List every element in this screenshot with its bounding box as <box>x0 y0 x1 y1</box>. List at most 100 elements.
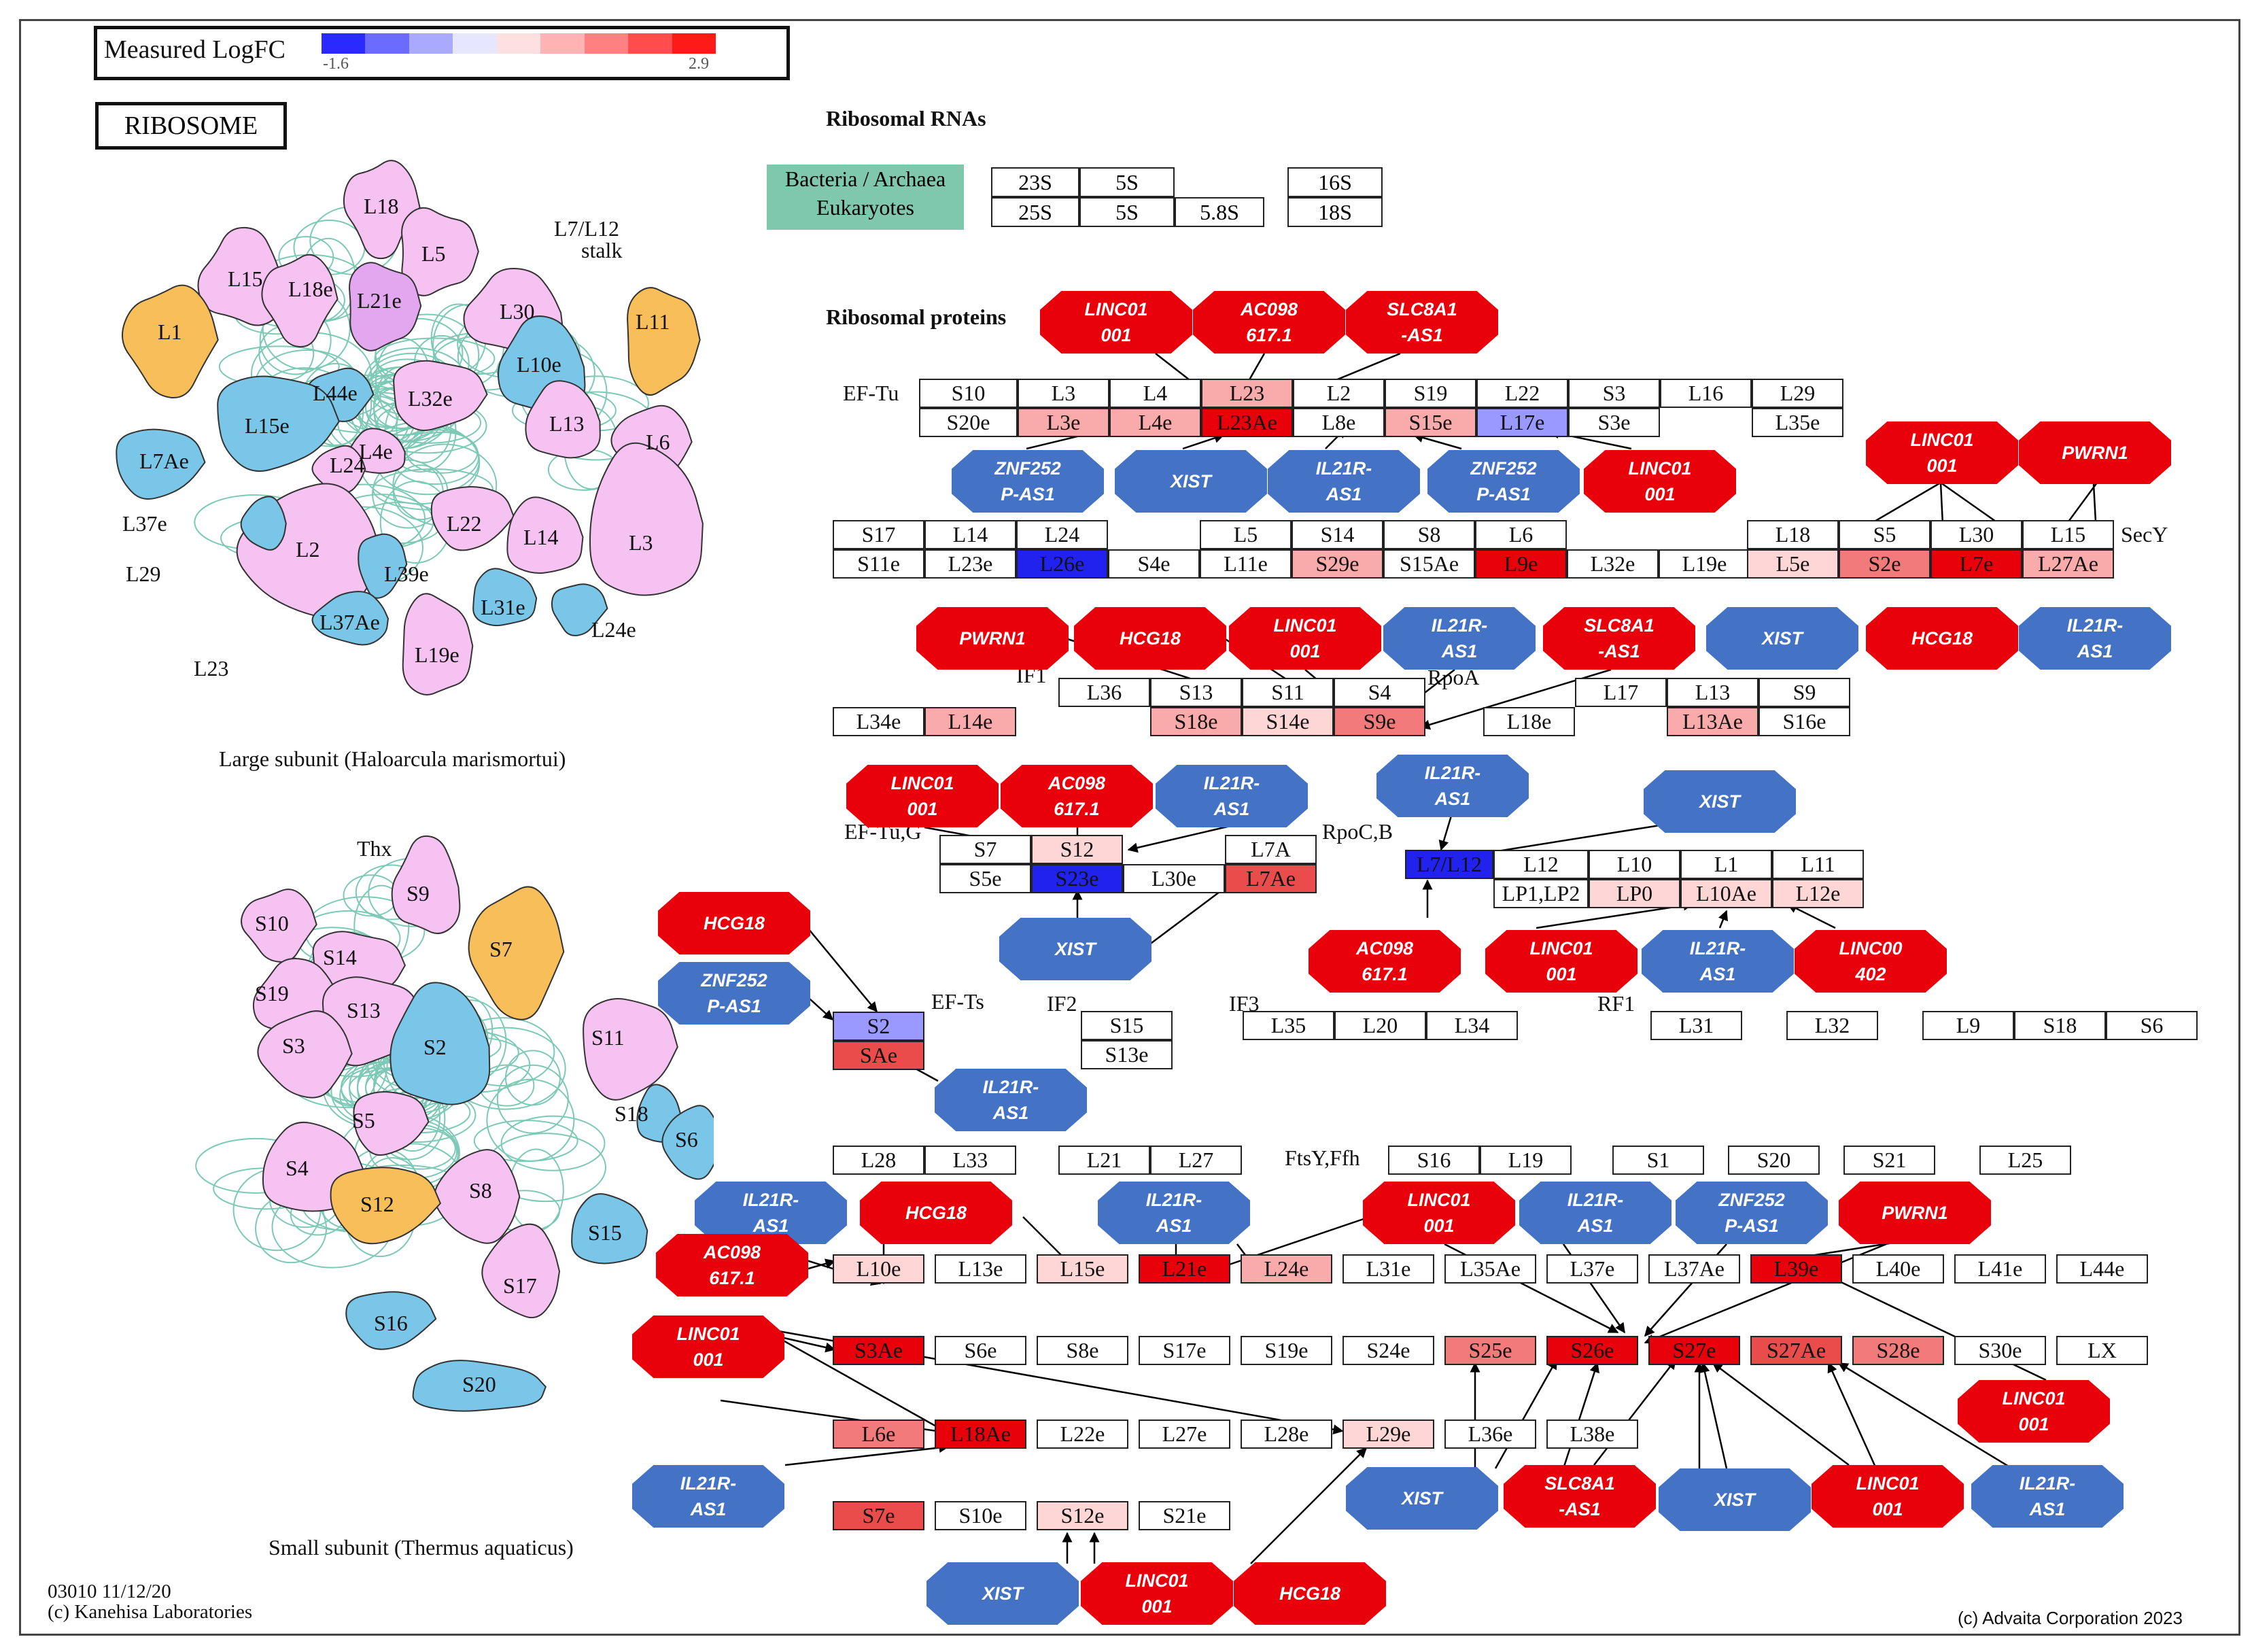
regulator-xist[interactable]: XIST <box>926 1562 1079 1625</box>
gene-l1[interactable]: L1 <box>1680 850 1772 879</box>
gene-s13[interactable]: S13 <box>1150 678 1242 707</box>
gene-s16[interactable]: S16 <box>1388 1146 1480 1175</box>
regulator-linc00-402[interactable]: LINC00 402 <box>1795 930 1947 993</box>
gene-s24e[interactable]: S24e <box>1342 1336 1434 1365</box>
regulator-pwrn1[interactable]: PWRN1 <box>916 607 1069 670</box>
regulator-linc01-001[interactable]: LINC01 001 <box>1363 1182 1515 1244</box>
regulator-il21r-as1[interactable]: IL21R- AS1 <box>695 1182 847 1244</box>
gene-l4e[interactable]: L4e <box>1109 408 1201 437</box>
gene-l44e[interactable]: L44e <box>2056 1254 2148 1284</box>
gene-s11e[interactable]: S11e <box>833 549 924 579</box>
gene-l33[interactable]: L33 <box>924 1146 1016 1175</box>
gene-l34[interactable]: L34 <box>1426 1011 1518 1040</box>
gene-lp1-lp2[interactable]: LP1,LP2 <box>1493 879 1589 908</box>
regulator-ac098-617-1[interactable]: AC098 617.1 <box>1001 765 1153 827</box>
gene-l28e[interactable]: L28e <box>1241 1419 1332 1449</box>
gene-l35e[interactable]: L35e <box>1752 408 1843 437</box>
regulator-ac098-617-1[interactable]: AC098 617.1 <box>1193 291 1345 354</box>
gene-s5[interactable]: S5 <box>1839 520 1930 549</box>
gene-s8[interactable]: S8 <box>1383 520 1475 549</box>
regulator-il21r-as1[interactable]: IL21R- AS1 <box>1519 1182 1671 1244</box>
gene-l32e[interactable]: L32e <box>1567 549 1659 579</box>
regulator-xist[interactable]: XIST <box>1659 1468 1811 1531</box>
gene-s1[interactable]: S1 <box>1612 1146 1704 1175</box>
regulator-pwrn1[interactable]: PWRN1 <box>2019 421 2171 484</box>
gene-l31e[interactable]: L31e <box>1342 1254 1434 1284</box>
gene-l13ae[interactable]: L13Ae <box>1667 707 1759 736</box>
gene-l3[interactable]: L3 <box>1018 379 1109 408</box>
regulator-hcg18[interactable]: HCG18 <box>1074 607 1226 670</box>
gene-l13e[interactable]: L13e <box>935 1254 1026 1284</box>
regulator-hcg18[interactable]: HCG18 <box>658 892 810 954</box>
gene-s3[interactable]: S3 <box>1568 379 1660 408</box>
gene-s9e[interactable]: S9e <box>1334 707 1425 736</box>
gene-l38e[interactable]: L38e <box>1546 1419 1638 1449</box>
gene-s20[interactable]: S20 <box>1728 1146 1820 1175</box>
gene-s17e[interactable]: S17e <box>1139 1336 1230 1365</box>
gene-l20[interactable]: L20 <box>1334 1011 1426 1040</box>
gene-s9[interactable]: S9 <box>1759 678 1850 707</box>
regulator-xist[interactable]: XIST <box>1644 770 1796 833</box>
regulator-znf252-p-as1[interactable]: ZNF252 P-AS1 <box>952 450 1104 513</box>
rrna-5s[interactable]: 5S <box>1079 167 1175 197</box>
gene-s27e[interactable]: S27e <box>1648 1336 1740 1365</box>
gene-l10ae[interactable]: L10Ae <box>1680 879 1772 908</box>
gene-l34e[interactable]: L34e <box>833 707 924 736</box>
gene-l27ae[interactable]: L27Ae <box>2022 549 2114 579</box>
gene-l14e[interactable]: L14e <box>924 707 1016 736</box>
gene-l23[interactable]: L23 <box>1201 379 1293 408</box>
gene-l36[interactable]: L36 <box>1058 678 1150 707</box>
gene-l22[interactable]: L22 <box>1476 379 1568 408</box>
gene-s3e[interactable]: S3e <box>1568 408 1660 437</box>
gene-s13e[interactable]: S13e <box>1081 1040 1173 1069</box>
gene-l27[interactable]: L27 <box>1150 1146 1242 1175</box>
gene-l7ae[interactable]: L7Ae <box>1225 864 1317 893</box>
regulator-linc01-001[interactable]: LINC01 001 <box>1229 607 1381 670</box>
regulator-linc01-001[interactable]: LINC01 001 <box>1866 421 2018 484</box>
regulator-linc01-001[interactable]: LINC01 001 <box>1958 1380 2110 1443</box>
gene-l7a[interactable]: L7A <box>1225 835 1317 864</box>
gene-l32[interactable]: L32 <box>1786 1011 1878 1040</box>
gene-l15[interactable]: L15 <box>2022 520 2114 549</box>
gene-s14e[interactable]: S14e <box>1242 707 1334 736</box>
gene-s14[interactable]: S14 <box>1292 520 1383 549</box>
gene-s2[interactable]: S2 <box>833 1012 924 1041</box>
gene-s6e[interactable]: S6e <box>935 1336 1026 1365</box>
gene-s12e[interactable]: S12e <box>1037 1501 1128 1530</box>
gene-l7-l12[interactable]: L7/L12 <box>1405 850 1493 879</box>
gene-s5e[interactable]: S5e <box>939 864 1031 893</box>
gene-sae[interactable]: SAe <box>833 1041 924 1070</box>
gene-s15e[interactable]: S15e <box>1385 408 1476 437</box>
gene-l29[interactable]: L29 <box>1752 379 1843 408</box>
regulator-ac098-617-1[interactable]: AC098 617.1 <box>1309 930 1461 993</box>
regulator-hcg18[interactable]: HCG18 <box>1234 1562 1386 1625</box>
gene-l40e[interactable]: L40e <box>1852 1254 1944 1284</box>
gene-s3ae[interactable]: S3Ae <box>833 1336 924 1365</box>
regulator-hcg18[interactable]: HCG18 <box>1866 607 2018 670</box>
regulator-linc01-001[interactable]: LINC01 001 <box>1812 1465 1964 1528</box>
regulator-linc01-001[interactable]: LINC01 001 <box>846 765 999 827</box>
gene-l16[interactable]: L16 <box>1660 379 1752 408</box>
gene-s2e[interactable]: S2e <box>1839 549 1930 579</box>
gene-l19e[interactable]: L19e <box>1659 549 1750 579</box>
gene-l14[interactable]: L14 <box>924 520 1016 549</box>
regulator-slc8a1-as1[interactable]: SLC8A1 -AS1 <box>1543 607 1695 670</box>
gene-s17[interactable]: S17 <box>833 520 924 549</box>
gene-s19[interactable]: S19 <box>1385 379 1476 408</box>
gene-l3e[interactable]: L3e <box>1018 408 1109 437</box>
regulator-pwrn1[interactable]: PWRN1 <box>1839 1182 1991 1244</box>
gene-l8e[interactable]: L8e <box>1293 408 1385 437</box>
gene-l24[interactable]: L24 <box>1016 520 1108 549</box>
regulator-ac098-617-1[interactable]: AC098 617.1 <box>656 1234 808 1296</box>
gene-l10[interactable]: L10 <box>1589 850 1680 879</box>
gene-s21e[interactable]: S21e <box>1139 1501 1230 1530</box>
gene-s7e[interactable]: S7e <box>833 1501 924 1530</box>
gene-l18[interactable]: L18 <box>1747 520 1839 549</box>
gene-lx[interactable]: LX <box>2056 1336 2148 1365</box>
regulator-linc01-001[interactable]: LINC01 001 <box>1584 450 1736 513</box>
gene-s20e[interactable]: S20e <box>919 408 1018 437</box>
regulator-xist[interactable]: XIST <box>1706 607 1858 670</box>
rrna-25s[interactable]: 25S <box>991 197 1079 227</box>
gene-s15ae[interactable]: S15Ae <box>1383 549 1475 579</box>
gene-s27ae[interactable]: S27Ae <box>1750 1336 1842 1365</box>
